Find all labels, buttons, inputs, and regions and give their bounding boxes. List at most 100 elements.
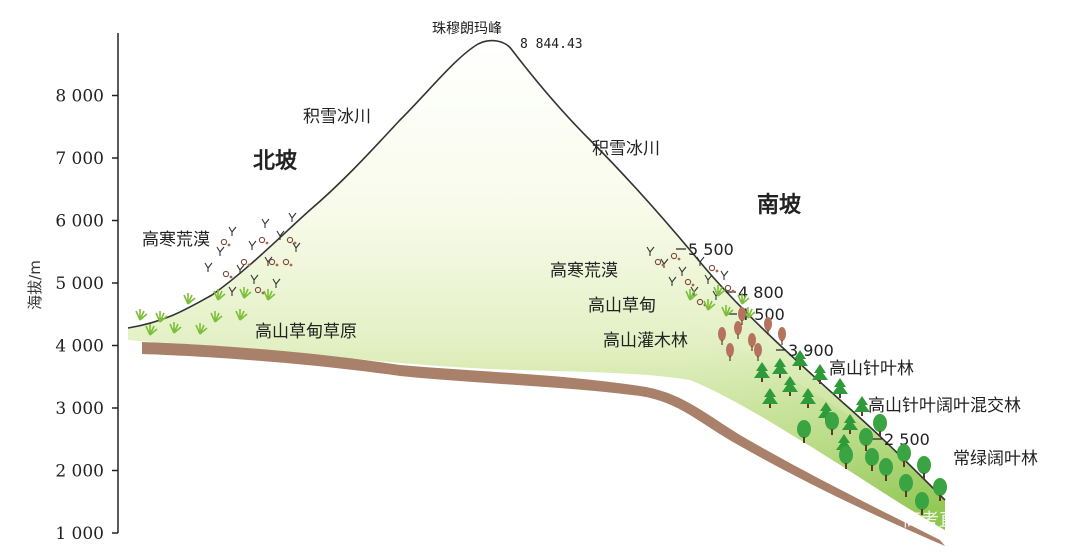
south-slope-label: 南坡 [757,193,801,218]
grass-symbol [713,285,726,297]
broadleaf-tree-symbol [865,448,879,471]
north-slope-label: 北坡 [253,149,297,174]
boundary-marker: 5 500 [676,240,734,259]
grass-symbol [210,311,223,323]
ground-layer [142,342,945,546]
grass-symbol [235,309,248,321]
broadleaf-tree-symbol [897,444,911,467]
south-zone-label: 高山草甸 [588,296,656,316]
grass-symbol [239,287,252,299]
broadleaf-tree-symbol [879,458,893,481]
desert-plant-symbol [708,264,719,273]
mountain-outline [127,39,946,501]
desert-plant-symbol [282,258,293,267]
desert-symbol [720,270,729,280]
desert-symbol [276,230,285,240]
boundary-marker: 2 500 [872,430,930,449]
grass-symbol [145,324,158,336]
axis-tick-label: 8 000 [55,87,104,107]
grass-symbol [183,293,196,305]
north-glacier-label: 积雪冰川 [303,107,371,127]
svg-text:2 500: 2 500 [884,430,930,449]
broadleaf-tree-symbol [825,412,839,435]
desert-symbol [696,256,705,266]
desert-symbol [228,226,237,236]
watermark: 高考直通车APP [903,510,1027,531]
shrub-symbol [748,333,756,351]
axis-tick-label: 2 000 [55,462,104,482]
shrub-symbol [734,321,742,339]
grass-symbol [195,323,208,335]
south-zone-label: 高寒荒漠 [550,261,618,281]
grass-symbol [743,307,756,319]
axis-tick-label: 7 000 [55,149,104,169]
svg-text:3 900: 3 900 [788,341,834,360]
grass-symbol [263,289,276,301]
desert-plant-symbol [220,238,231,247]
axis-tick-label: 5 000 [55,274,104,294]
broadleaf-tree-symbol [933,478,947,501]
desert-symbol [646,246,655,256]
svg-text:4 800: 4 800 [738,283,784,302]
north-meadow-label: 高山草甸草原 [255,322,357,342]
grass-symbol [169,322,182,334]
axis-tick-label: 1 000 [55,524,104,544]
shrub-symbol [754,343,762,361]
grass-symbol [213,289,226,301]
desert-plant-symbol [222,270,233,279]
desert-plant-symbol [670,252,681,261]
conifer-tree-symbol [772,358,788,378]
broadleaf-tree-symbol [899,474,913,497]
elevation-axis: 1 000 2 000 3 000 4 000 5 000 6 000 7 000 8 000… [26,33,119,544]
south-glacier-label: 积雪冰川 [592,139,660,159]
shrub-symbol [778,327,786,345]
south-zone-label: 高山灌木林 [603,331,688,351]
conifer-tree-symbol [832,378,848,398]
conifer-tree-symbol [762,388,778,408]
axis-tick-label: 4 000 [55,337,104,357]
desert-plant-symbol [240,258,251,267]
broadleaf-tree-symbol [915,492,929,515]
desert-symbol [250,274,259,284]
broadleaf-tree-symbol [859,428,873,451]
broadleaf-tree-symbol [873,414,887,437]
conifer-tree-symbol [800,388,816,408]
grass-symbol [135,309,148,321]
grass-symbol [721,305,734,317]
south-zone-label: 高山针叶林 [829,359,914,379]
axis-tick-label: 3 000 [55,399,104,419]
desert-symbol [272,278,281,288]
shrub-symbol [738,307,746,325]
desert-symbol [236,264,245,274]
desert-plant-symbol [254,286,265,295]
shrub-symbol [726,343,734,361]
conifer-tree-symbol [754,362,770,382]
broadleaf-tree-symbol [839,446,853,469]
axis-tick-label: 6 000 [55,212,104,232]
boundary-marker: 4 800 [726,283,784,302]
desert-symbol [292,242,301,252]
conifer-tree-symbol [842,414,858,434]
axis-title: 海拔/m [26,260,44,310]
grass-symbol [737,293,750,305]
conifer-tree-symbol [782,376,798,396]
grass-symbol [155,311,168,323]
desert-symbol [264,256,273,266]
desert-symbol [678,266,687,276]
south-zone-label: 常绿阔叶林 [953,449,1038,469]
desert-symbol [204,262,213,272]
conifer-tree-symbol [854,396,870,416]
mountain-body [128,40,945,530]
desert-plant-symbol [724,284,735,293]
desert-plant-symbol [268,258,279,267]
conifer-tree-symbol [792,350,808,370]
desert-symbol [288,212,297,222]
south-slope-shade [660,300,945,530]
grass-symbol [703,299,716,311]
peak-name: 珠穆朗玛峰 [432,21,502,37]
desert-plant-symbol [684,278,695,287]
shrub-symbol [718,327,726,345]
vegetation-symbols [135,212,947,515]
desert-symbol [216,246,225,256]
